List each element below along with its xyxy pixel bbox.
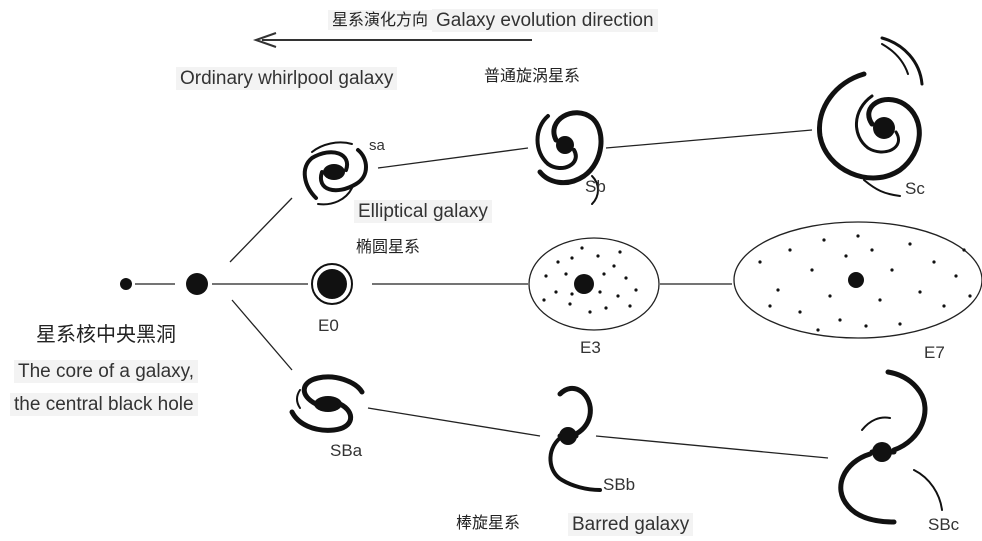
sbc-galaxy xyxy=(838,369,943,525)
core-label-en-line1: The core of a galaxy, xyxy=(14,360,199,383)
elliptical-cn: 椭圆星系 xyxy=(356,237,421,256)
node-label-sbb: SBb xyxy=(603,475,636,494)
sc-galaxy xyxy=(817,36,924,197)
evolution-direction-cn: 星系演化方向 xyxy=(328,10,433,30)
sa-galaxy xyxy=(302,141,368,206)
e0-galaxy xyxy=(311,263,353,305)
large-core-dot xyxy=(186,273,208,295)
e7-galaxy xyxy=(733,221,982,339)
node-label-sa: sa xyxy=(369,137,385,154)
node-label-e3: E3 xyxy=(580,338,601,357)
small-core-dot xyxy=(120,278,132,290)
connector-lines xyxy=(135,129,829,459)
e3-galaxy xyxy=(528,237,660,331)
core-label-en-line2: the central black hole xyxy=(10,393,198,416)
sbb-galaxy xyxy=(548,385,602,492)
node-label-sbc: SBc xyxy=(928,515,960,534)
evolution-arrow xyxy=(252,32,532,48)
evolution-direction-en: Galaxy evolution direction xyxy=(432,9,658,32)
node-label-e7: E7 xyxy=(924,343,945,362)
barred-cn: 棒旋星系 xyxy=(456,513,521,532)
sb-galaxy xyxy=(535,110,604,205)
node-label-sb: Sb xyxy=(585,177,606,196)
barred-en: Barred galaxy xyxy=(568,513,694,536)
ordinary-spiral-en: Ordinary whirlpool galaxy xyxy=(176,67,398,90)
node-label-e0: E0 xyxy=(318,316,339,335)
node-label-sba: SBa xyxy=(330,441,363,460)
elliptical-en: Elliptical galaxy xyxy=(354,200,492,223)
ordinary-spiral-cn: 普通旋涡星系 xyxy=(484,66,581,85)
node-label-sc: Sc xyxy=(905,179,925,198)
core-label-cn: 星系核中央黑洞 xyxy=(36,322,176,346)
sba-galaxy xyxy=(289,374,365,433)
